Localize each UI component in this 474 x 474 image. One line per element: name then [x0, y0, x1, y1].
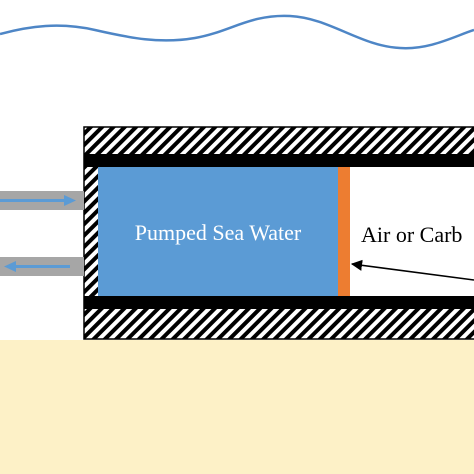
pointer-arrow-icon [350, 259, 474, 281]
bottom-insulation-wall [84, 309, 474, 339]
seabed [0, 340, 474, 474]
left-insulation-wall [84, 154, 98, 309]
gas-label: Air or Carb [361, 222, 462, 247]
bottom-inner-wall [84, 296, 474, 309]
top-inner-wall [84, 154, 474, 167]
piston [338, 167, 350, 296]
gas-chamber [350, 167, 474, 296]
tank-outline [83, 126, 474, 340]
pumped-water-chamber [98, 167, 338, 296]
sea-surface-wave [0, 14, 474, 50]
top-insulation-wall [84, 127, 474, 154]
left-arrow-icon [4, 261, 70, 272]
right-arrow-icon [0, 195, 76, 206]
pumped-water-label: Pumped Sea Water [135, 220, 302, 245]
